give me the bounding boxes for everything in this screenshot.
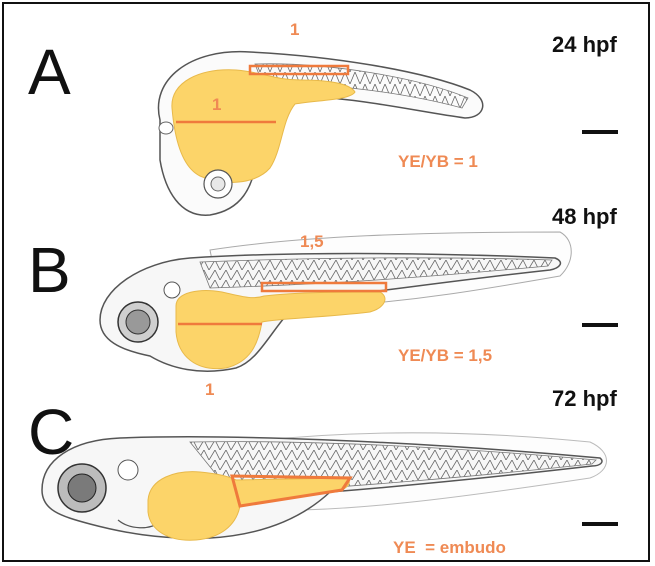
length-label-extension-a: 1 — [290, 20, 299, 40]
embryo-b — [100, 232, 571, 371]
panel-letter-c: C — [28, 400, 74, 464]
ratio-text-b: YE/YB = 1,5 — [398, 346, 492, 366]
scale-bar-b — [582, 323, 618, 327]
length-label-extension-b: 1,5 — [300, 232, 324, 252]
panel-letter-a: A — [28, 40, 71, 104]
stage-label-b: 48 hpf — [552, 204, 617, 230]
embryo-a — [158, 52, 482, 216]
stage-label-c: 72 hpf — [552, 386, 617, 412]
scale-bar-c — [582, 522, 618, 526]
embryo-c — [42, 433, 607, 540]
ratio-text-c: YE = embudo — [393, 538, 506, 558]
ratio-text-a: YE/YB = 1 — [398, 152, 478, 172]
panel-letter-b: B — [28, 238, 71, 302]
length-label-ball-a: 1 — [212, 95, 221, 115]
yolk-a — [172, 70, 355, 183]
stage-label-a: 24 hpf — [552, 32, 617, 58]
yolk-b — [176, 291, 385, 369]
scale-bar-a — [582, 130, 618, 134]
length-label-ball-b: 1 — [205, 380, 214, 400]
